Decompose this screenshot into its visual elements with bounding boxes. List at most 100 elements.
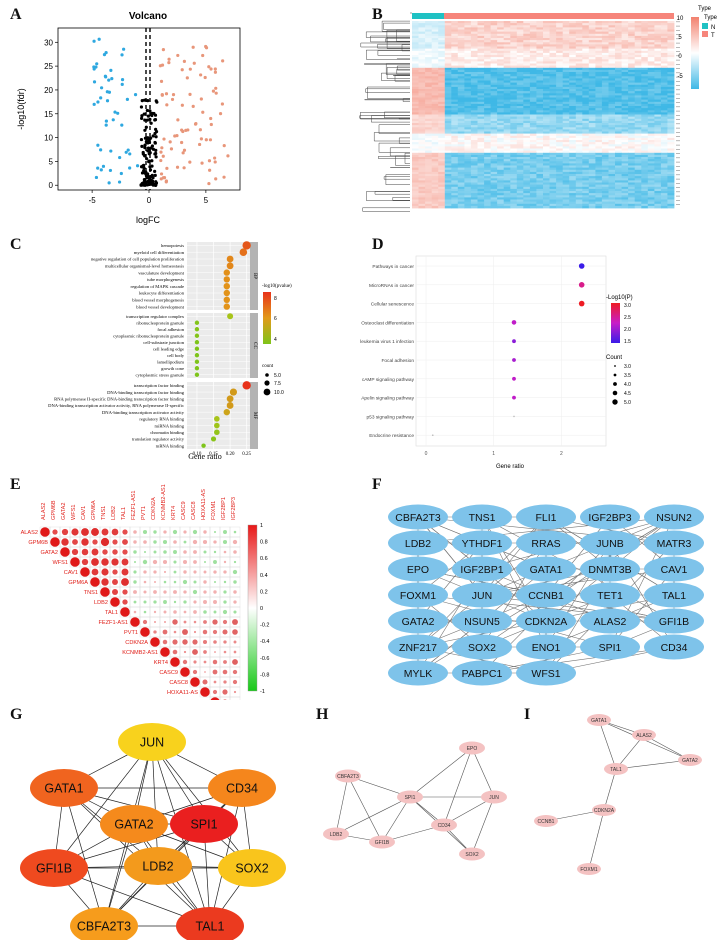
heatmap-cell <box>628 38 636 41</box>
heatmap-cell <box>477 118 485 122</box>
go-xlabel: Gene ratio <box>188 452 222 461</box>
heatmap-cell <box>628 137 636 141</box>
heatmap-cell <box>621 44 629 47</box>
heatmap-cell <box>582 33 590 37</box>
heatmap-row-label-mark <box>676 136 680 137</box>
heatmap-cell <box>418 63 426 66</box>
volcano-point-down <box>118 155 122 160</box>
heatmap-cell <box>523 110 531 113</box>
heatmap-cell <box>497 50 505 54</box>
heatmap-cell <box>523 184 531 188</box>
heatmap-cell <box>529 123 537 126</box>
heatmap-cell <box>523 69 531 73</box>
corr-dot <box>101 578 109 586</box>
heatmap-cell <box>425 80 433 83</box>
heatmap-cell <box>490 174 498 177</box>
heatmap-cell <box>556 184 564 188</box>
heatmap-cell <box>549 165 557 168</box>
heatmap-cell <box>595 69 603 73</box>
heatmap-cell <box>595 135 603 139</box>
heatmap-cell <box>595 129 603 132</box>
heatmap-cell <box>523 63 531 66</box>
volcano-point-ns <box>148 165 152 169</box>
heatmap-cell <box>516 72 524 75</box>
heatmap-cell <box>516 44 524 47</box>
ppi-node-label: IGF2BP1 <box>460 564 503 576</box>
heatmap-cell <box>556 161 564 164</box>
heatmap-cell <box>608 144 616 147</box>
heatmap-cell <box>543 123 550 126</box>
heatmap-cell <box>425 82 433 86</box>
heatmap-cell <box>490 38 498 41</box>
heatmap-cell <box>660 140 668 143</box>
heatmap-cell <box>575 99 583 103</box>
heatmap-cell <box>549 195 557 198</box>
heatmap-cell <box>608 110 616 113</box>
volcano-point-ns <box>143 183 147 187</box>
heatmap-cell <box>431 101 439 105</box>
heatmap-cell <box>438 193 446 196</box>
heatmap-cell <box>641 178 649 181</box>
heatmap-cell <box>470 171 478 175</box>
corr-dot <box>91 528 99 536</box>
module-i-node-label: TAL1 <box>610 767 622 773</box>
heatmap-cell <box>556 163 564 166</box>
corr-dot <box>143 570 147 574</box>
heatmap-cell <box>457 31 465 35</box>
heatmap-cell <box>438 46 446 49</box>
volcano-point-ns <box>153 173 157 177</box>
heatmap-cell <box>595 21 603 24</box>
heatmap-cell <box>543 184 550 188</box>
heatmap-cell <box>438 148 446 151</box>
heatmap-cell <box>628 127 636 130</box>
heatmap-cell <box>660 23 668 26</box>
heatmap-cell <box>484 108 492 111</box>
heatmap-cell <box>451 171 459 175</box>
go-term-label: hemopoiesis <box>161 243 184 248</box>
heatmap-cell <box>503 182 511 185</box>
heatmap-cell <box>569 59 577 62</box>
heatmap-cell <box>484 191 492 194</box>
volcano-point-ns <box>143 146 147 150</box>
corr-dot <box>183 530 187 534</box>
heatmap-cell <box>431 148 439 151</box>
heatmap-cell <box>484 65 492 69</box>
heatmap-cell <box>634 195 642 198</box>
heatmap-cell <box>615 199 622 202</box>
corr-dot <box>111 558 119 566</box>
volcano-point-ns <box>153 118 157 122</box>
heatmap-cell <box>457 57 465 60</box>
heatmap-annotation-tumor <box>444 13 674 19</box>
heatmap-cell <box>497 44 505 47</box>
heatmap-cell <box>621 163 629 166</box>
heatmap-cell <box>595 184 603 188</box>
heatmap-cell <box>621 197 629 200</box>
heatmap-cell <box>575 80 583 83</box>
heatmap-cell <box>634 140 642 143</box>
heatmap-cell <box>621 33 629 37</box>
heatmap-cell <box>490 95 498 98</box>
heatmap-cell <box>549 25 557 28</box>
heatmap-cell <box>523 203 531 207</box>
heatmap-cell <box>490 33 498 37</box>
heatmap-cell <box>470 195 478 198</box>
heatmap-cell <box>477 154 485 158</box>
heatmap-cell <box>615 123 622 126</box>
corr-dot <box>193 610 197 614</box>
heatmap-cell <box>536 23 544 26</box>
heatmap-cell <box>582 197 590 200</box>
heatmap-cell <box>418 137 426 141</box>
heatmap-cell <box>431 29 439 32</box>
heatmap-cell <box>425 178 433 181</box>
heatmap-cell <box>477 127 485 130</box>
heatmap-cell <box>484 114 492 117</box>
heatmap-cell <box>615 148 622 151</box>
module-h-node-label: CD34 <box>438 823 451 829</box>
heatmap-cell <box>412 82 419 86</box>
heatmap-dendrogram-branch <box>378 142 410 153</box>
heatmap-cell <box>503 193 511 196</box>
heatmap-cell <box>412 25 419 28</box>
heatmap-cell <box>608 55 616 58</box>
heatmap-cell <box>529 59 537 62</box>
heatmap-cell <box>444 152 452 156</box>
